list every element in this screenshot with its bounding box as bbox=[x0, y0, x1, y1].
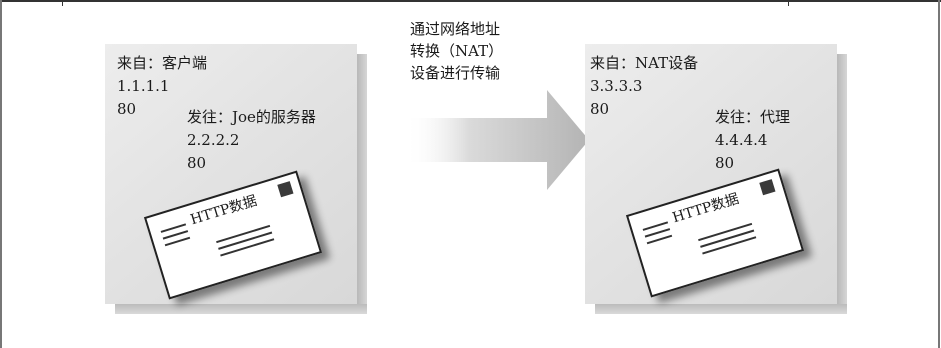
arrow-caption-line-1: 通过网络地址 bbox=[410, 20, 501, 38]
paper-shadow-right bbox=[837, 54, 847, 314]
frame-tick bbox=[788, 0, 789, 6]
to-ip: 2.2.2.2 bbox=[187, 131, 240, 149]
paper-shadow-right bbox=[357, 54, 367, 314]
frame-left-border bbox=[0, 0, 2, 348]
from-ip: 1.1.1.1 bbox=[117, 77, 170, 95]
to-label: 发往：代理 bbox=[715, 108, 791, 126]
nat-packet-panel: 来自：NAT设备 3.3.3.3 80 发往：代理 4.4.4.4 80 HTT… bbox=[585, 44, 847, 314]
from-label: 来自：客户端 bbox=[117, 54, 208, 72]
arrow-caption-line-3: 设备进行传输 bbox=[410, 64, 501, 82]
client-packet-panel: 来自：客户端 1.1.1.1 80 发往：Joe的服务器 2.2.2.2 80 … bbox=[105, 44, 367, 314]
to-port: 80 bbox=[187, 154, 207, 172]
to-label: 发往：Joe的服务器 bbox=[187, 108, 316, 126]
to-ip: 4.4.4.4 bbox=[715, 131, 768, 149]
arrow-caption-line-2: 转换（NAT） bbox=[410, 42, 504, 60]
frame-top-border bbox=[0, 0, 941, 5]
to-port: 80 bbox=[715, 154, 735, 172]
from-port: 80 bbox=[590, 100, 610, 118]
transfer-arrow-icon bbox=[405, 90, 589, 190]
frame-tick bbox=[62, 0, 63, 6]
frame-right-border bbox=[938, 0, 940, 348]
paper-shadow-bottom bbox=[115, 304, 367, 314]
from-ip: 3.3.3.3 bbox=[590, 77, 643, 95]
paper-shadow-bottom bbox=[595, 304, 847, 314]
from-port: 80 bbox=[117, 100, 137, 118]
from-label: 来自：NAT设备 bbox=[590, 54, 699, 72]
